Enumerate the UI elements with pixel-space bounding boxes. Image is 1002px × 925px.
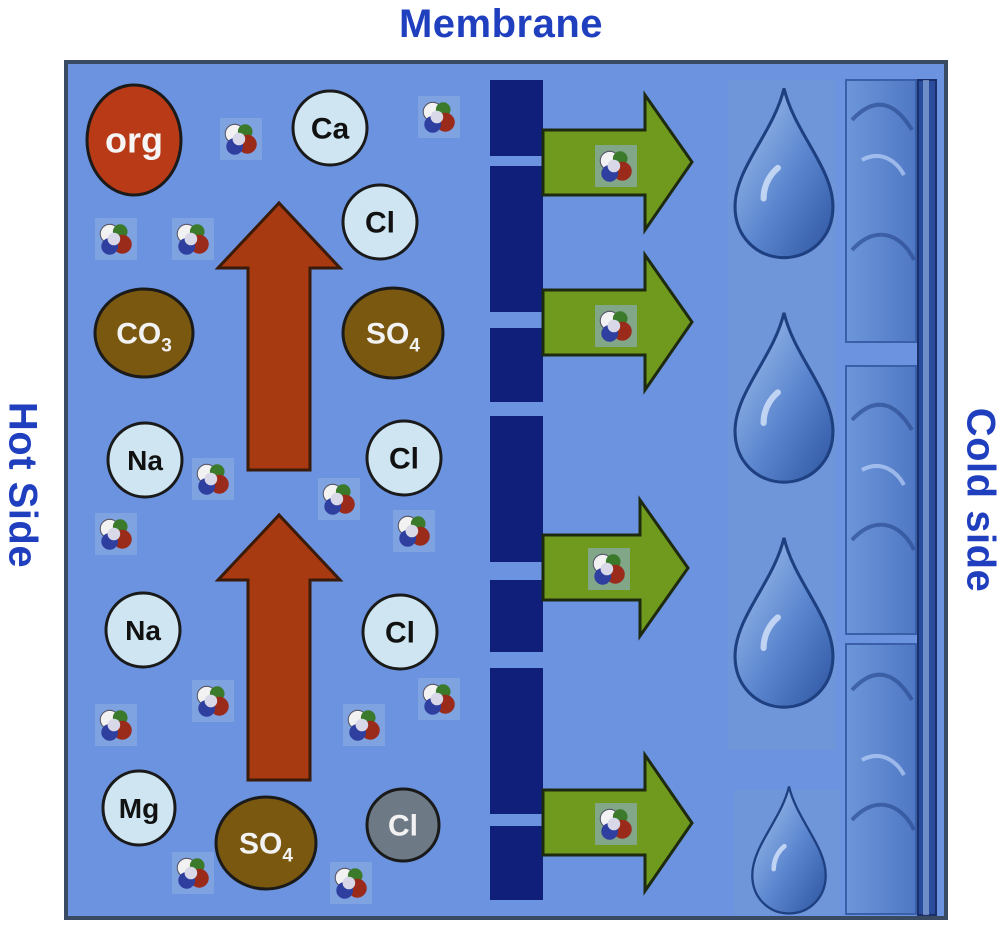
water-molecule-icon (192, 458, 234, 500)
ion-circle (101, 769, 177, 847)
feed-flow-arrows (214, 200, 344, 782)
ion-circle (106, 421, 184, 499)
ion-org: org (85, 83, 183, 197)
water-molecule-icon (330, 862, 372, 904)
ion-circle (93, 287, 195, 379)
ion-label: SO4 (239, 828, 293, 867)
water-molecule-icon (418, 678, 460, 720)
ion-circle (365, 419, 443, 497)
ion-cl4: Cl (365, 787, 441, 863)
ion-so4a: SO4 (341, 286, 445, 380)
ion-label: CO3 (116, 318, 172, 357)
ion-circle (291, 89, 369, 167)
ion-label: Na (127, 445, 163, 476)
water-molecule-icon (595, 305, 637, 347)
ion-circle (85, 83, 183, 197)
water-molecule-icon (343, 704, 385, 746)
ion-circle (365, 787, 441, 863)
ion-na1: Na (106, 421, 184, 499)
water-molecule-icon (588, 548, 630, 590)
ion-label: Mg (119, 793, 159, 824)
ion-label: Cl (388, 810, 418, 843)
water-molecule-icon (95, 513, 137, 555)
ion-cl1: Cl (341, 183, 419, 261)
ion-label: SO4 (366, 318, 420, 357)
ion-label: org (105, 120, 163, 161)
water-molecule-icon (418, 96, 460, 138)
cold-side-condensate (728, 79, 937, 916)
ion-cl3: Cl (361, 593, 439, 671)
ion-label: Ca (311, 113, 350, 146)
water-molecule-icon (172, 218, 214, 260)
ion-label: Na (125, 615, 161, 646)
ion-label: Cl (365, 207, 395, 240)
membrane-title: Membrane (398, 2, 604, 46)
ion-na2: Na (104, 591, 182, 669)
ion-circle (341, 286, 445, 380)
membrane (490, 80, 543, 900)
water-molecule-icon (192, 680, 234, 722)
water-molecule-icon (172, 852, 214, 894)
ion-co3: CO3 (93, 287, 195, 379)
water-molecule-icon (595, 145, 637, 187)
water-molecule-icon (393, 510, 435, 552)
ion-label: Cl (389, 443, 419, 476)
ion-mg: Mg (101, 769, 177, 847)
water-molecule-icon (220, 118, 262, 160)
ion-circle (104, 591, 182, 669)
ion-label: Cl (385, 617, 415, 650)
ion-circle (214, 795, 318, 891)
ion-so4b: SO4 (214, 795, 318, 891)
ion-cl2: Cl (365, 419, 443, 497)
water-molecule-icon (318, 478, 360, 520)
ion-circle (341, 183, 419, 261)
ion-ca: Ca (291, 89, 369, 167)
water-molecule-icon (595, 803, 637, 845)
water-molecule-icon (95, 704, 137, 746)
water-molecule-icon (95, 218, 137, 260)
ion-circle (361, 593, 439, 671)
